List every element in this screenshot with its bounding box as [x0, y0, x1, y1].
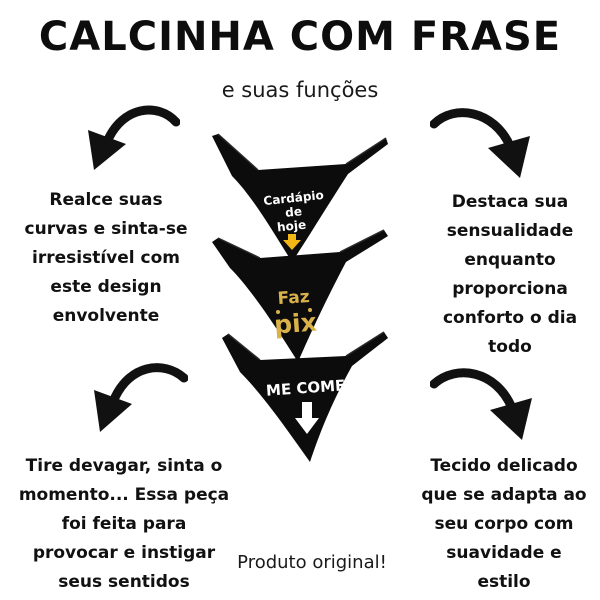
caption-top-left: Realce suas curvas e sinta-se irresistív…: [24, 190, 188, 326]
product-image-me-come: ME COME: [222, 331, 388, 462]
page-subtitle: e suas funções: [221, 78, 379, 102]
product-image-faz-pix: Faz pix: [212, 229, 388, 362]
product-print-line: Cardápio: [263, 188, 325, 208]
product-print-line: hoje: [276, 218, 306, 235]
product-print-line: ME COME: [265, 376, 345, 399]
curved-arrow-down-left-icon: [88, 105, 180, 170]
caption-bottom-left: Tire devagar, sinta o momento... Essa pe…: [18, 456, 230, 592]
curved-arrow-down-right-icon: [430, 368, 532, 440]
curved-arrow-down-right-icon: [430, 108, 530, 178]
product-image-cardapio: Cardápio de hoje: [212, 133, 388, 262]
heart-icon: [276, 310, 280, 314]
heart-icon: [308, 308, 312, 312]
arrow-down-icon: [283, 234, 301, 250]
product-print-line: pix: [273, 308, 318, 340]
product-print-line: Faz: [277, 287, 310, 309]
product-print-line: de: [285, 204, 303, 220]
page-title: CALCINHA COM FRASE: [38, 14, 562, 60]
product-original-note: Produto original!: [237, 552, 387, 573]
caption-bottom-right: Tecido delicado que se adapta ao seu cor…: [421, 456, 587, 592]
curved-arrow-down-left-icon: [94, 363, 188, 432]
arrow-down-icon: [295, 402, 319, 434]
caption-top-right: Destaca sua sensualidade enquanto propor…: [442, 192, 578, 357]
